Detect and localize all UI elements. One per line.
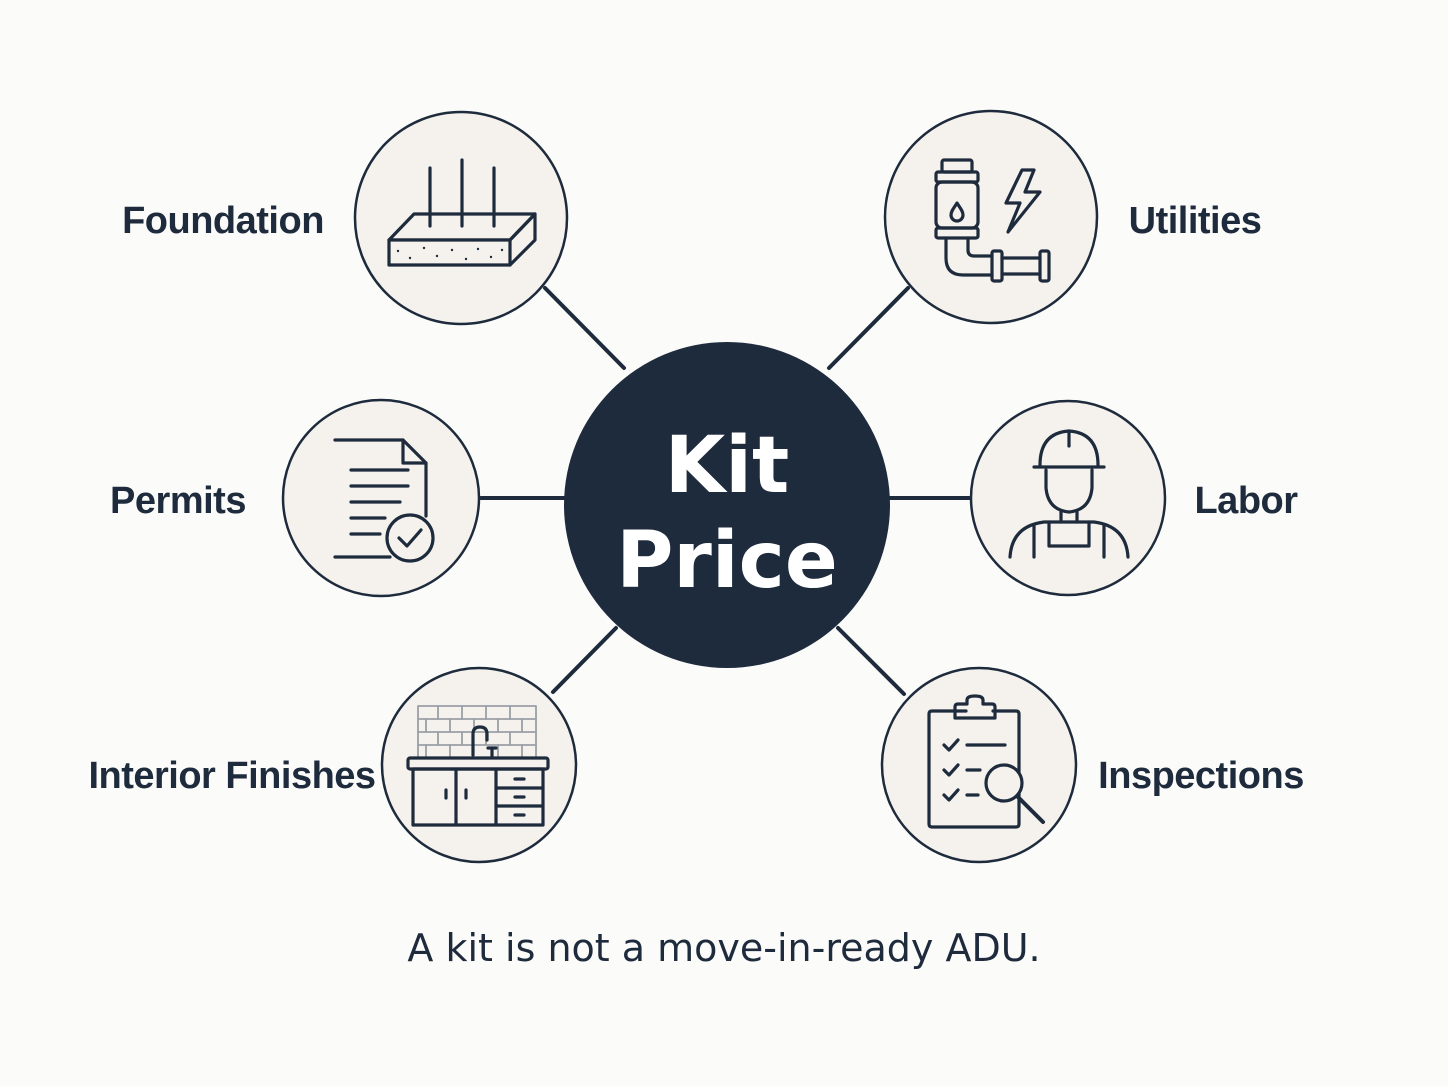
center-title-line2: Price: [616, 516, 838, 606]
utilities-icon: [934, 158, 1051, 283]
connector-inspections: [836, 626, 906, 696]
connectors: [479, 286, 973, 696]
node-circle-permits: [281, 398, 481, 598]
label-labor: Labor: [1194, 480, 1298, 522]
center-circle: [564, 342, 890, 668]
center-node: Kit Price: [564, 342, 890, 668]
connector-foundation: [543, 286, 626, 370]
node-labor: Labor: [969, 399, 1299, 597]
node-utilities: Utilities: [883, 109, 1262, 325]
inspections-icon: [927, 694, 1045, 829]
node-permits: Permits: [110, 398, 481, 598]
node-circle-labor: [969, 399, 1167, 597]
connector-interior-finishes: [551, 626, 618, 694]
connector-utilities: [827, 286, 910, 370]
label-interior-finishes: Interior Finishes: [88, 755, 375, 797]
label-permits: Permits: [110, 480, 246, 522]
foundation-icon: [387, 158, 537, 267]
label-utilities: Utilities: [1129, 200, 1262, 242]
label-foundation: Foundation: [122, 200, 324, 242]
center-title-line1: Kit: [665, 421, 789, 511]
node-circle-utilities: [883, 109, 1099, 325]
node-inspections: Inspections: [880, 666, 1304, 864]
label-inspections: Inspections: [1098, 755, 1304, 797]
interior-finishes-icon: [406, 705, 550, 827]
caption: A kit is not a move-in-ready ADU.: [407, 926, 1041, 970]
node-interior-finishes: Interior Finishes: [88, 666, 578, 864]
labor-icon: [1008, 429, 1130, 559]
node-foundation: Foundation: [122, 110, 569, 326]
permits-icon: [333, 438, 435, 563]
